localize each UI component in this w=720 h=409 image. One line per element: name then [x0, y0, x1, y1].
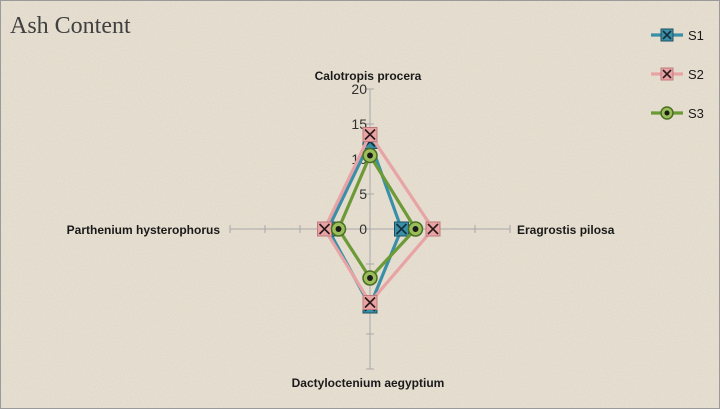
- legend-marker-S2: [660, 67, 674, 81]
- series-S2: [317, 127, 441, 310]
- category-label-3: Parthenium hysterophorus: [67, 223, 221, 237]
- legend-marker-S1: [660, 28, 674, 42]
- series-S3-point-1: [407, 221, 424, 237]
- series-S1-point-1: [394, 221, 409, 237]
- legend-item-S2: S2: [651, 67, 704, 82]
- series-S3: [330, 147, 424, 286]
- series-S2-point-0: [362, 127, 378, 142]
- category-label-0: Calotropis procera: [315, 69, 422, 83]
- chart-title: Ash Content: [10, 13, 131, 39]
- category-label-1: Eragrostis pilosa: [517, 223, 615, 237]
- series-S2-point-3: [317, 221, 332, 237]
- series-layer: [317, 127, 441, 314]
- legend-label-S3: S3: [688, 106, 704, 121]
- tick-label-5: 5: [359, 186, 367, 202]
- legend-label-S2: S2: [688, 67, 704, 82]
- legend-item-S3: S3: [651, 106, 704, 121]
- category-label-2: Dactyloctenium aegyptium: [292, 376, 445, 390]
- legend-marker-S3: [660, 106, 674, 120]
- legend-label-S1: S1: [688, 28, 704, 43]
- tick-label-0: 0: [359, 221, 367, 237]
- series-S2-point-1: [425, 221, 441, 237]
- series-S3-point-0: [362, 147, 378, 164]
- legend-item-S1: S1: [651, 28, 704, 43]
- series-S2-point-2: [362, 295, 378, 310]
- series-S3-point-3: [330, 221, 347, 237]
- series-S3-point-2: [362, 270, 378, 286]
- tick-label-20: 20: [351, 81, 367, 97]
